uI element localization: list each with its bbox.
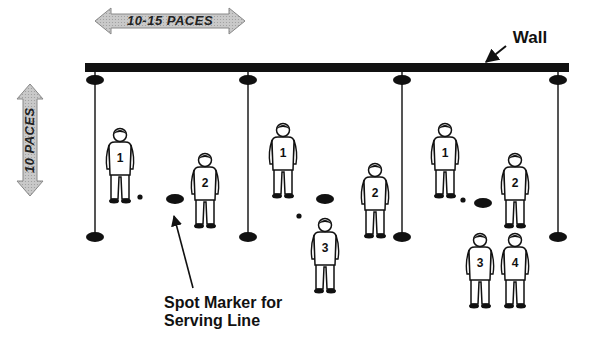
depth-arrow [17, 84, 43, 196]
poles [86, 72, 567, 242]
wall-pointer [486, 46, 506, 62]
spot-marker [316, 194, 334, 204]
player-number: 2 [372, 187, 379, 200]
player-number: 4 [512, 257, 519, 270]
player-figure [501, 234, 528, 309]
cone-marker [393, 75, 411, 85]
callout-label: Spot Marker for Serving Line [164, 294, 304, 331]
spot-pointer [174, 216, 193, 288]
spot-marker [166, 194, 184, 204]
player-number: 2 [202, 177, 209, 190]
player-figure [269, 124, 296, 199]
cone-marker [239, 232, 257, 242]
spot-marker [474, 198, 492, 208]
player-number: 1 [117, 152, 124, 165]
player-figure [106, 129, 133, 204]
cone-marker [393, 232, 411, 242]
pole [401, 72, 403, 236]
depth-dimension: 10 PACES [23, 107, 37, 173]
player-number: 2 [512, 177, 519, 190]
player-number: 3 [477, 257, 484, 270]
player-figure [191, 154, 218, 229]
wall-label: Wall [513, 29, 547, 48]
cone-marker [86, 75, 104, 85]
cone-marker [549, 75, 567, 85]
pole [247, 72, 249, 236]
ball [137, 194, 142, 199]
ball [296, 213, 301, 218]
player-number: 3 [322, 242, 329, 255]
players [106, 124, 528, 309]
width-arrow [95, 8, 245, 34]
pole [94, 72, 96, 236]
pole [557, 72, 559, 236]
player-number: 1 [442, 147, 449, 160]
player-figure [431, 124, 458, 199]
cone-marker [86, 232, 104, 242]
player-figure [466, 234, 493, 309]
cone-marker [549, 232, 567, 242]
width-dimension: 10-15 PACES [127, 14, 213, 28]
wall [85, 63, 569, 72]
player-number: 1 [280, 147, 287, 160]
cone-marker [239, 75, 257, 85]
ball [460, 197, 465, 202]
spot-markers [137, 194, 492, 219]
player-figure [311, 219, 338, 294]
player-figure [361, 164, 388, 239]
player-figure [501, 154, 528, 229]
